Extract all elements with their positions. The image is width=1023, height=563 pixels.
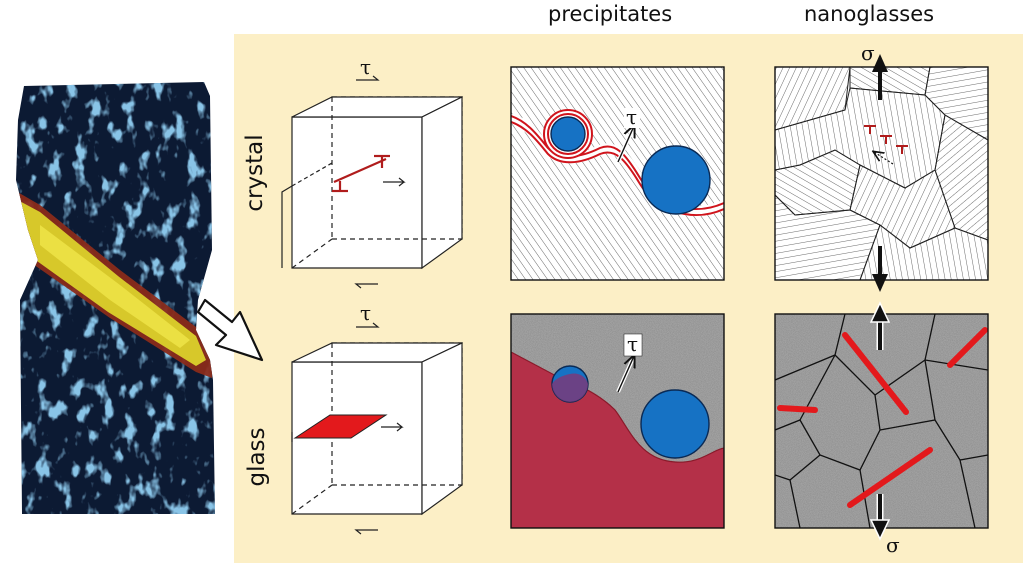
crystal-shear-arrows: [354, 75, 380, 289]
precipitates-glass-tau: τ: [627, 332, 638, 356]
nanoglass-shear-bands: [777, 327, 988, 508]
transition-arrow-icon: [196, 298, 264, 362]
nanoglasses-glass-panel: σ: [774, 301, 989, 557]
precipitates-crystal-panel: τ: [510, 66, 725, 281]
nanoglasses-crystal-panel: σ: [774, 41, 989, 292]
crystal-tau-top: τ: [360, 55, 371, 79]
precipitates-glass-panel: τ: [510, 313, 725, 529]
glass-slip-arrow-icon: [381, 422, 404, 432]
precipitate-large-glass: [640, 389, 710, 459]
grain-dislocations-icon: [864, 125, 908, 154]
crystal-cube: [281, 96, 463, 270]
precipitate-large: [641, 145, 711, 215]
nanocrystal-sigma: σ: [861, 41, 875, 65]
nanoglass-tensile-arrows: [869, 301, 891, 541]
glass-cube: [291, 342, 463, 516]
crystal-burgers-arrow-icon: [383, 177, 406, 187]
column-title-nanoglasses: nanoglasses: [804, 2, 935, 26]
crystal-dislocation-icon: [332, 154, 390, 193]
column-title-precipitates: precipitates: [548, 2, 673, 26]
simulation-specimen: [16, 82, 215, 514]
glass-tau-top: τ: [360, 301, 371, 325]
glass-shear-band-plane: [293, 414, 388, 439]
precipitate-small: [550, 116, 586, 152]
glass-shear-arrows: [354, 322, 380, 535]
nanocrystal-tensile-arrows: [872, 54, 888, 292]
nanoglass-sigma: σ: [886, 533, 900, 557]
precipitates-crystal-tau: τ: [626, 105, 637, 129]
